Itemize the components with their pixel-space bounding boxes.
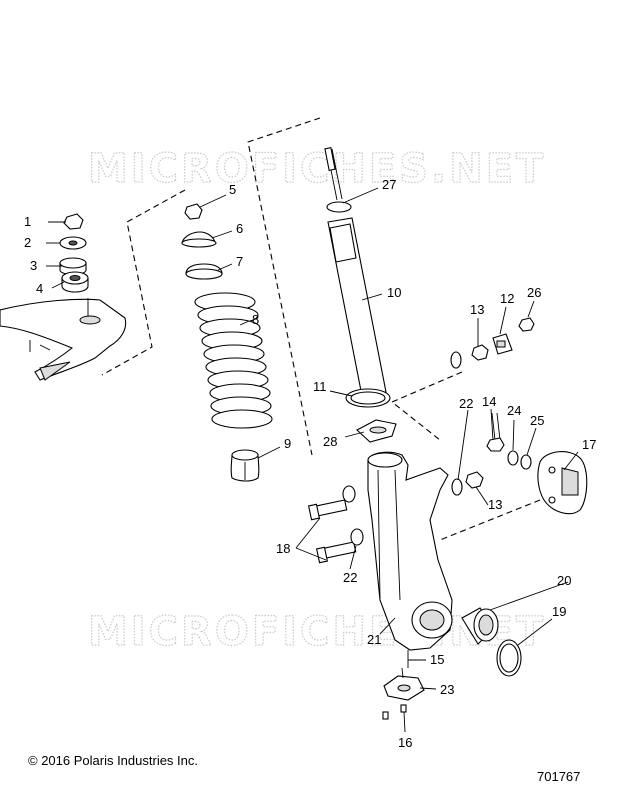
bump-stop bbox=[230, 449, 260, 482]
strut-group-outline bbox=[247, 117, 321, 456]
callout-4: 4 bbox=[36, 281, 43, 296]
callout-19: 19 bbox=[552, 604, 566, 619]
callout-labels: 1 2 3 4 5 6 7 8 9 10 11 12 13 13 14 15 1… bbox=[24, 177, 596, 750]
washer-22-lower bbox=[350, 528, 364, 546]
washer-right-upper bbox=[450, 351, 462, 369]
nut-13-upper bbox=[471, 344, 489, 361]
snap-ring bbox=[496, 639, 522, 677]
bolt-upper bbox=[307, 499, 348, 521]
callout-6: 6 bbox=[236, 221, 243, 236]
nut-26 bbox=[518, 317, 535, 332]
washer-22-right bbox=[451, 478, 463, 496]
callout-9: 9 bbox=[284, 436, 291, 451]
washer-24 bbox=[507, 450, 519, 466]
callout-3: 3 bbox=[30, 258, 37, 273]
diagram-number: 701767 bbox=[537, 769, 581, 784]
fasteners-16 bbox=[382, 704, 407, 720]
callout-22-left: 22 bbox=[343, 570, 357, 585]
seal-ring bbox=[345, 388, 391, 408]
callout-7: 7 bbox=[236, 254, 243, 269]
nut-13-lower bbox=[465, 471, 484, 489]
isolator-6 bbox=[181, 231, 217, 248]
washer-22-upper bbox=[342, 485, 356, 503]
washer-25 bbox=[520, 454, 532, 470]
copyright-text: © 2016 Polaris Industries Inc. bbox=[28, 753, 198, 768]
bolt-14 bbox=[486, 412, 505, 452]
frame-bracket bbox=[0, 298, 127, 381]
callout-21: 21 bbox=[367, 632, 381, 647]
callout-28: 28 bbox=[323, 434, 337, 449]
callout-17: 17 bbox=[582, 437, 596, 452]
callout-27: 27 bbox=[382, 177, 396, 192]
bushing-lower bbox=[61, 271, 89, 293]
callout-10: 10 bbox=[387, 285, 401, 300]
upper-mount-group-outline bbox=[101, 189, 186, 376]
callout-11: 11 bbox=[313, 379, 327, 394]
callout-14: 14 bbox=[482, 394, 496, 409]
callout-1: 1 bbox=[24, 214, 31, 229]
callout-5: 5 bbox=[229, 182, 236, 197]
coil-spring bbox=[194, 292, 273, 429]
callout-15: 15 bbox=[430, 652, 444, 667]
callout-22-right: 22 bbox=[459, 396, 473, 411]
clip-12 bbox=[492, 333, 513, 355]
wheel-bearing bbox=[461, 607, 499, 645]
brake-caliper bbox=[537, 451, 588, 515]
bolt-lower bbox=[315, 541, 357, 564]
washer bbox=[59, 236, 87, 250]
nut bbox=[63, 213, 84, 230]
nut-5 bbox=[184, 203, 203, 220]
callout-25: 25 bbox=[530, 413, 544, 428]
callout-12: 12 bbox=[500, 291, 514, 306]
bearing-group-outline bbox=[390, 371, 463, 441]
isolator-7 bbox=[185, 263, 223, 280]
callout-13-lower: 13 bbox=[488, 497, 502, 512]
callout-26: 26 bbox=[527, 285, 541, 300]
callout-13-upper: 13 bbox=[470, 302, 484, 317]
strut-bearing bbox=[356, 419, 397, 443]
callout-23: 23 bbox=[440, 682, 454, 697]
callout-20: 20 bbox=[557, 573, 571, 588]
steering-knuckle bbox=[367, 451, 453, 651]
callout-8: 8 bbox=[252, 312, 259, 327]
leader-lines bbox=[46, 187, 579, 733]
callout-2: 2 bbox=[24, 235, 31, 250]
knuckle-bolt-outline bbox=[439, 499, 541, 541]
watermark-top: MICROFICHES.NET bbox=[88, 146, 546, 192]
ball-joint bbox=[383, 650, 425, 701]
callout-24: 24 bbox=[507, 403, 521, 418]
callout-18: 18 bbox=[276, 541, 290, 556]
callout-16: 16 bbox=[398, 735, 412, 750]
